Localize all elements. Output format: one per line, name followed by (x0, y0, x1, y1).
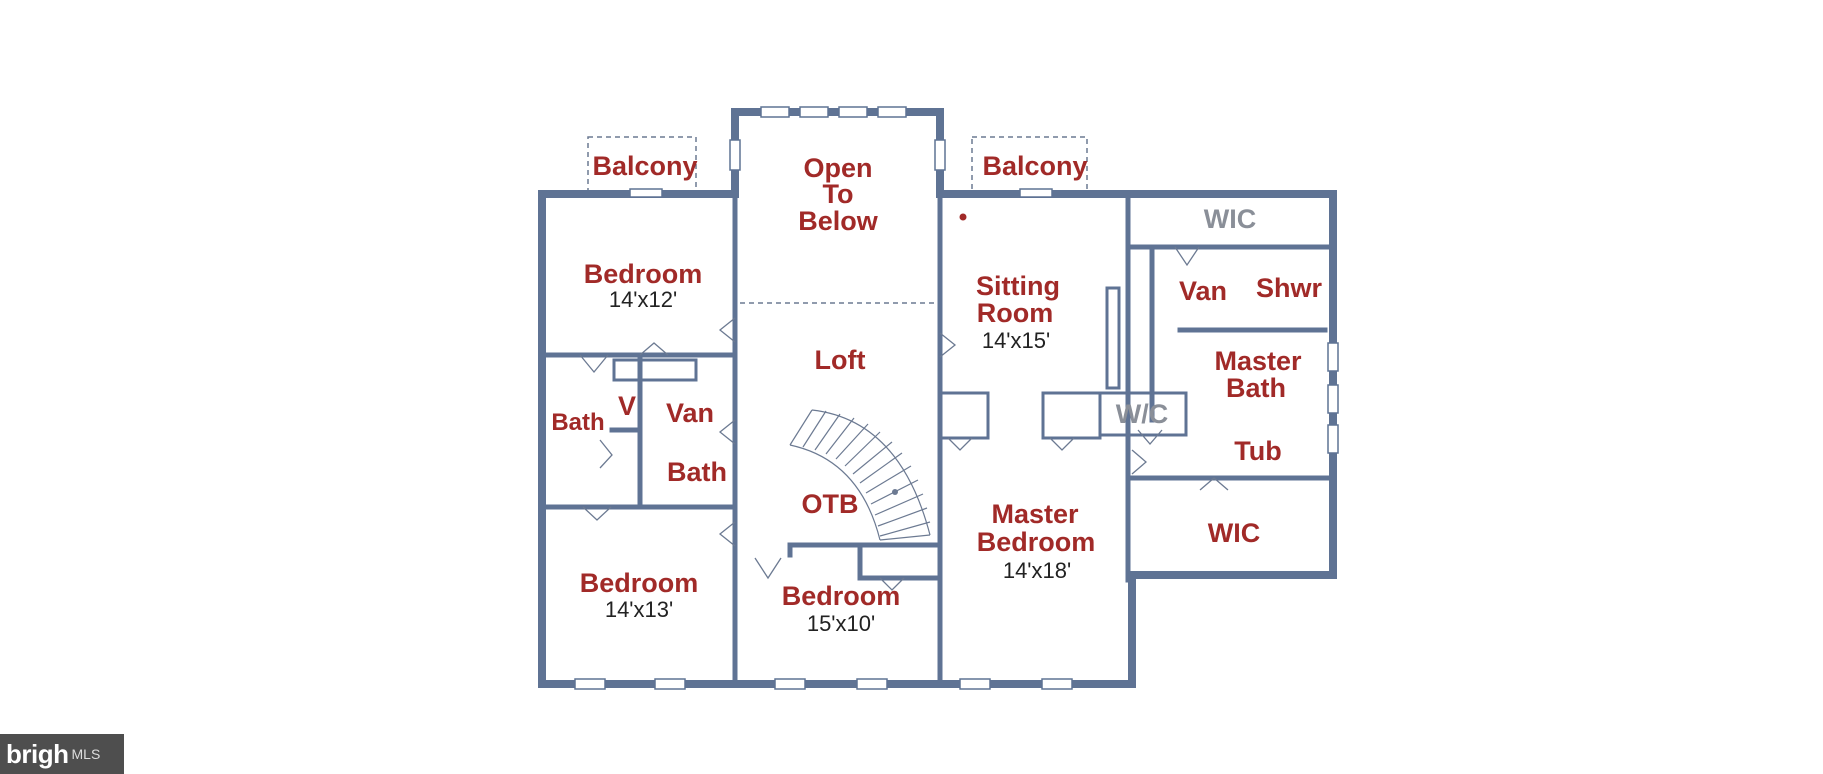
wic-bottom-label: WIC (1208, 518, 1260, 548)
bedroom-1-label: Bedroom (584, 259, 703, 289)
master-bath-label-2: Bath (1226, 373, 1286, 403)
windows (574, 106, 1339, 690)
doors (579, 213, 1229, 591)
sitting-room-label-1: Sitting (976, 271, 1060, 301)
otb-label: OTB (802, 489, 859, 519)
open-to-below-label-1: Open (803, 153, 872, 183)
master-bedroom-label-2: Bedroom (977, 527, 1096, 557)
master-bedroom-label-1: Master (991, 499, 1079, 529)
open-to-below-label-2: To (823, 179, 854, 209)
master-bedroom-size: 14'x18' (1003, 558, 1071, 583)
exterior-wall (538, 108, 1337, 688)
bedroom-2-label: Bedroom (580, 568, 699, 598)
master-bath-label-1: Master (1214, 346, 1302, 376)
sitting-room-label-2: Room (977, 298, 1054, 328)
shower-label: Shwr (1256, 273, 1323, 303)
van-hall-label: Van (666, 398, 714, 428)
sitting-room-size: 14'x15' (982, 328, 1050, 353)
watermark-brand: brigh (6, 738, 69, 769)
open-to-below-label-3: Below (798, 206, 879, 236)
watermark-suffix: MLS (71, 746, 101, 762)
bath-small-label: Bath (551, 409, 604, 436)
tub-label: Tub (1234, 436, 1281, 466)
bright-mls-watermark: brigh MLS (0, 734, 124, 774)
bedroom-3-label: Bedroom (782, 581, 901, 611)
bath-hall-label: Bath (667, 457, 727, 487)
sitting-fireplace (1105, 286, 1121, 390)
van-master-label: Van (1179, 276, 1227, 306)
master-closet-right (1041, 391, 1102, 440)
loft-label: Loft (815, 345, 866, 375)
vanity-counter (612, 358, 698, 382)
wic-top-label: WIC (1204, 204, 1256, 234)
balcony-right-label: Balcony (982, 151, 1087, 181)
bedroom-3-size: 15'x10' (807, 611, 875, 636)
wc-label: W/C (1116, 399, 1168, 429)
stair-icon (789, 409, 931, 541)
master-closet-left (942, 391, 990, 440)
balcony-left-label: Balcony (592, 151, 697, 181)
bedroom-1-size: 14'x12' (609, 287, 677, 312)
v-label: V (618, 391, 636, 421)
bedroom-2-size: 14'x13' (605, 597, 673, 622)
